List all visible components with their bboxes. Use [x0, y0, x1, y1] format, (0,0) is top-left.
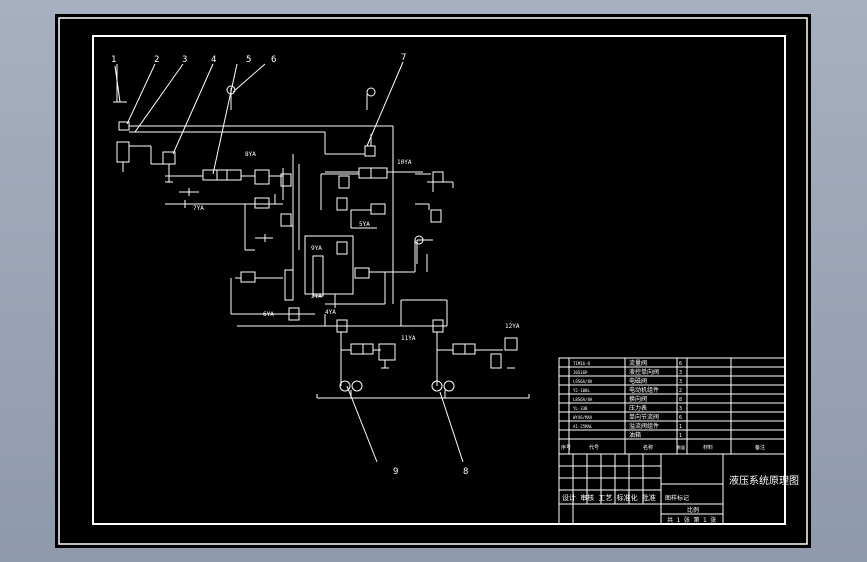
label-6ya: 6YA: [263, 311, 274, 318]
callout-2: 2: [154, 55, 159, 65]
part-name: 电动机组件: [629, 386, 659, 394]
scale-label: 比例: [687, 506, 699, 514]
part-code: L8S6A/8A: [573, 397, 593, 402]
callout-9: 9: [393, 467, 398, 477]
part-name: 换向阀: [629, 395, 647, 403]
circuit-lines: [113, 61, 530, 463]
callout-3: 3: [182, 55, 187, 65]
part-name: 单向节流阀: [629, 413, 659, 421]
title-block-grid: [558, 453, 786, 525]
part-qty: 1: [679, 424, 682, 430]
label-11ya: 11YA: [401, 335, 416, 342]
part-qty: 1: [679, 433, 682, 439]
designer-row: 设计 审核 工艺 标准化 批准: [562, 493, 656, 502]
part-code: YL-33B: [573, 406, 588, 411]
header-material: 材料: [703, 444, 713, 451]
callout-4: 4: [211, 55, 216, 65]
title-block-text: 液压系统原理图 设计 审核 工艺 标准化 批准 图样标记 比例 共 1 张 第 …: [562, 474, 799, 524]
label-5ya: 5YA: [359, 221, 370, 228]
part-code: Y2-100L: [573, 388, 590, 393]
part-name: 溢流阀组件: [629, 422, 659, 430]
drawing-title: 液压系统原理图: [729, 474, 799, 487]
label-8ya: 8YA: [245, 151, 256, 158]
header-qty: 数量: [677, 444, 685, 450]
parts-list-grid: [558, 357, 786, 455]
part-qty: 3: [679, 406, 682, 412]
parts-list-text: T1M16-8 流量阀 6 J0S16P 液控单向阀 3 L9S6A/8V 电磁…: [561, 359, 765, 451]
callout-numbers: 1 2 3 4 5 6 7 8 9: [111, 53, 468, 477]
callout-7: 7: [401, 53, 406, 63]
part-name: 流量阀: [629, 359, 647, 367]
mark-label: 图样标记: [665, 494, 689, 502]
part-code: L9S6A/8V: [573, 379, 593, 384]
solenoid-labels: 7YA 8YA 9YA 6YA 2YA 10YA 5YA 4YA 11YA 12…: [193, 151, 520, 342]
part-code: WYX6/MAV: [573, 415, 593, 420]
callout-6: 6: [271, 55, 276, 65]
outer-frame: [58, 17, 808, 545]
label-12ya: 12YA: [505, 323, 520, 330]
callout-8: 8: [463, 467, 468, 477]
part-name: 液控单向阀: [629, 368, 659, 376]
part-name: 油箱: [629, 431, 641, 439]
label-9ya: 9YA: [311, 245, 322, 252]
label-2ya: 2YA: [311, 293, 322, 300]
part-qty: 3: [679, 370, 682, 376]
part-name: 压力表: [629, 404, 647, 412]
header-name: 名称: [643, 444, 653, 451]
label-4ya: 4YA: [325, 309, 336, 316]
part-name: 电磁阀: [629, 377, 647, 385]
drawing-sheet: 1 2 3 4 5 6 7 8 9 7YA 8YA 9YA 6YA 2YA 10…: [55, 14, 811, 548]
part-qty: 2: [679, 388, 682, 394]
header-code: 代号: [589, 444, 599, 451]
part-qty: 6: [679, 361, 682, 367]
part-code: J0S16P: [573, 370, 588, 375]
header-index: 序号: [561, 444, 571, 451]
callout-5: 5: [246, 55, 251, 65]
hydraulic-diagram: 1 2 3 4 5 6 7 8 9 7YA 8YA 9YA 6YA 2YA 10…: [58, 17, 808, 545]
part-code: A1-25MAL: [573, 424, 593, 429]
part-code: T1M16-8: [573, 361, 590, 366]
part-qty: 6: [679, 415, 682, 421]
callout-1: 1: [111, 55, 116, 65]
sheet-label: 共 1 张 第 1 张: [667, 516, 716, 524]
part-qty: 8: [679, 397, 682, 403]
label-10ya: 10YA: [397, 159, 412, 166]
header-remark: 备注: [755, 444, 765, 451]
inner-frame: [92, 35, 786, 525]
label-7ya: 7YA: [193, 205, 204, 212]
part-qty: 3: [679, 379, 682, 385]
